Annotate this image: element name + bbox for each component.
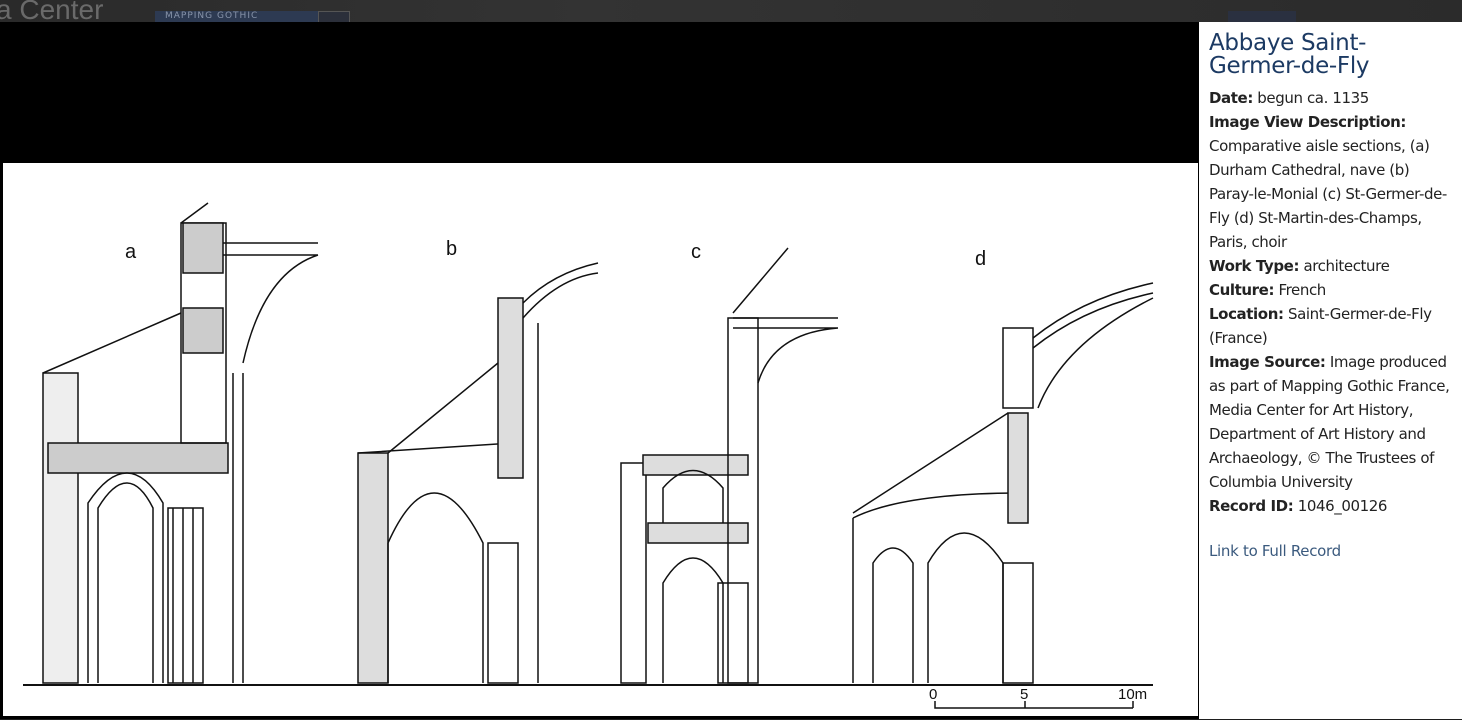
site-header-background: a Center MAPPING GOTHIC bbox=[0, 0, 1462, 25]
field-label: Image Source: bbox=[1209, 353, 1326, 371]
field-date: Date: begun ca. 1135 bbox=[1209, 86, 1452, 110]
section-b: b bbox=[357, 238, 599, 684]
field-image-source: Image Source: Image produced as part of … bbox=[1209, 350, 1452, 494]
drawing-label-c: c bbox=[691, 241, 701, 263]
scale-tick-5: 5 bbox=[1020, 686, 1028, 703]
lightbox-overlay: a b c bbox=[0, 22, 1462, 719]
field-value: architecture bbox=[1303, 257, 1390, 275]
scale-tick-0: 0 bbox=[929, 686, 937, 703]
field-label: Record ID: bbox=[1209, 497, 1294, 515]
field-label: Culture: bbox=[1209, 281, 1275, 299]
field-value: Image produced as part of Mapping Gothic… bbox=[1209, 353, 1450, 491]
field-location: Location: Saint-Germer-de-Fly (France) bbox=[1209, 302, 1452, 350]
full-record-link[interactable]: Link to Full Record bbox=[1209, 542, 1341, 560]
record-metadata: Date: begun ca. 1135 Image View Descript… bbox=[1209, 86, 1452, 518]
record-details-panel: Abbaye Saint-Germer-de-Fly Date: begun c… bbox=[1199, 22, 1462, 719]
field-value: French bbox=[1278, 281, 1326, 299]
site-title: a Center bbox=[0, 0, 104, 25]
architectural-section-drawing: a b c bbox=[3, 163, 1198, 716]
image-viewer[interactable]: a b c bbox=[3, 22, 1198, 716]
field-work-type: Work Type: architecture bbox=[1209, 254, 1452, 278]
field-culture: Culture: French bbox=[1209, 278, 1452, 302]
field-label: Work Type: bbox=[1209, 257, 1300, 275]
section-c: c bbox=[620, 241, 839, 684]
drawing-label-a: a bbox=[125, 241, 137, 263]
header-right-button[interactable] bbox=[1228, 11, 1296, 22]
field-value: Saint-Germer-de-Fly (France) bbox=[1209, 305, 1432, 347]
field-label: Date: bbox=[1209, 89, 1253, 107]
drawing-label-d: d bbox=[975, 248, 986, 270]
field-record-id: Record ID: 1046_00126 bbox=[1209, 494, 1452, 518]
field-value: Comparative aisle sections, (a) Durham C… bbox=[1209, 137, 1447, 251]
mapping-gothic-nav-button[interactable]: MAPPING GOTHIC bbox=[155, 11, 325, 22]
field-label: Image View Description: bbox=[1209, 113, 1407, 131]
field-value: begun ca. 1135 bbox=[1257, 89, 1369, 107]
field-label: Location: bbox=[1209, 305, 1284, 323]
scale-bar: 0 5 10m bbox=[929, 686, 1147, 709]
drawing-label-b: b bbox=[446, 238, 457, 260]
section-a: a bbox=[42, 202, 319, 684]
field-value: 1046_00126 bbox=[1297, 497, 1388, 515]
section-d: d bbox=[852, 248, 1154, 684]
record-title: Abbaye Saint-Germer-de-Fly bbox=[1209, 30, 1370, 79]
field-image-view-description: Image View Description: Comparative aisle… bbox=[1209, 110, 1452, 254]
scale-tick-10m: 10m bbox=[1118, 686, 1147, 703]
